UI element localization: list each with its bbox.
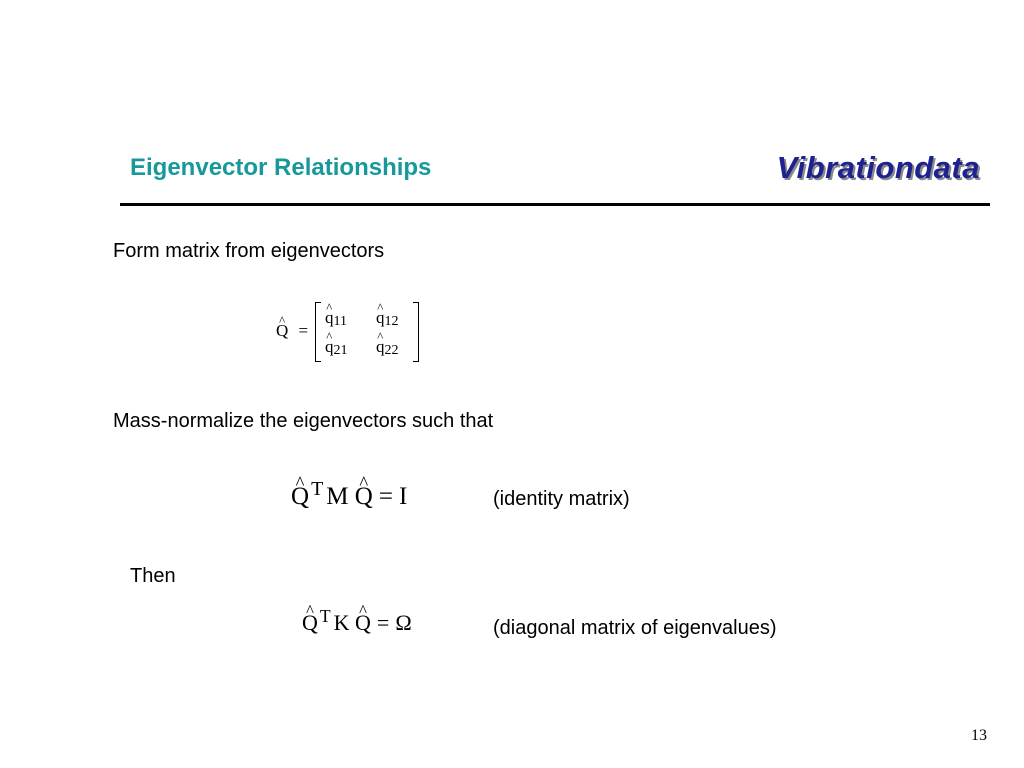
- eq2-rhs: Ω: [395, 609, 412, 635]
- matrix-brackets: q11 q12 q21 q22: [315, 302, 419, 362]
- title-divider: [120, 203, 990, 206]
- eq2-equals: =: [376, 609, 390, 635]
- eq1-transpose-mark: T: [311, 478, 324, 500]
- matrix-lhs-symbol: Q: [276, 321, 288, 341]
- eq1-mass-matrix: M: [326, 483, 349, 510]
- matrix-cell-22: q22: [376, 337, 399, 359]
- eq1-rhs: I: [398, 483, 408, 510]
- matrix-cell-12: q12: [376, 308, 399, 330]
- eq2-transpose-mark: T: [319, 606, 331, 626]
- matrix-cell-21: q21: [325, 337, 348, 359]
- page-number: 13: [971, 727, 987, 744]
- brand-logo-text: Vibrationdata: [776, 150, 980, 185]
- text-then: Then: [130, 565, 176, 587]
- note-identity-matrix: (identity matrix): [493, 488, 630, 510]
- text-form-matrix: Form matrix from eigenvectors: [113, 240, 385, 262]
- eq2-q: Q: [355, 610, 371, 636]
- eq1-q-transpose: Q: [291, 483, 309, 511]
- eq1-equals: =: [378, 483, 393, 510]
- matrix-cell-11: q11: [325, 308, 347, 330]
- equation-identity: QTM Q=I: [291, 478, 407, 511]
- note-diagonal-matrix: (diagonal matrix of eigenvalues): [493, 617, 777, 639]
- eq2-stiffness-matrix: K: [333, 609, 350, 635]
- matrix-equals: =: [298, 321, 309, 340]
- equation-eigenvalues: QTK Q=Ω: [302, 606, 412, 636]
- text-mass-normalize: Mass-normalize the eigenvectors such tha…: [113, 410, 494, 432]
- matrix-lhs: Q =: [276, 321, 314, 341]
- slide-title: Eigenvector Relationships: [130, 154, 432, 181]
- eq2-q-transpose: Q: [302, 610, 318, 636]
- eq1-q: Q: [355, 483, 373, 511]
